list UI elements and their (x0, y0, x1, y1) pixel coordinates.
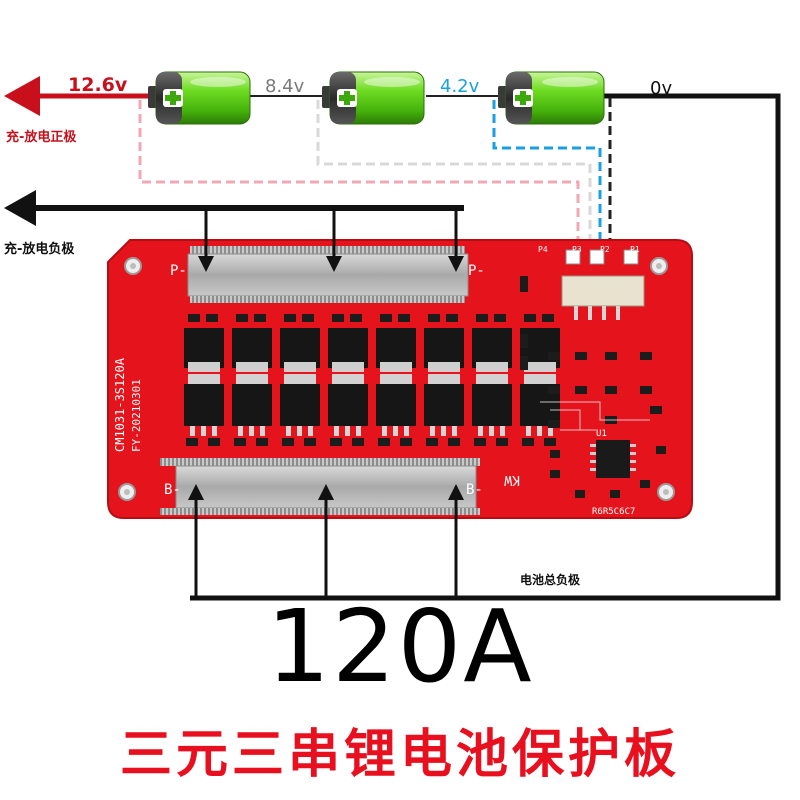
mosfet-icon (472, 314, 512, 446)
balance-connector (561, 275, 645, 307)
battery-icon (322, 71, 425, 125)
positive-output-wire (4, 76, 148, 116)
current-rating: 120A (266, 588, 534, 705)
mosfet-icon (280, 314, 320, 446)
battery-total-negative-wire (190, 93, 781, 601)
board-model-text: CM1031-3S120A (113, 357, 127, 452)
port-label-p2: P2 (600, 245, 610, 254)
mosfet-icon (232, 314, 272, 446)
resistor-label: R6R5C6C7 (592, 507, 635, 517)
port-label-p3: P3 (572, 245, 582, 254)
voltage-label-8v4: 8.4v (265, 76, 305, 97)
arrow-left-icon (4, 76, 40, 116)
balance-wire-8v4 (316, 100, 592, 300)
voltage-label-0v: 0v (650, 78, 673, 99)
mosfet-icon (184, 314, 224, 446)
chip-label: U1 (596, 429, 607, 439)
product-title: 三元三串锂电池保护板 (119, 725, 680, 785)
battery-icon (148, 71, 251, 125)
mosfet-icon (328, 314, 368, 446)
voltage-label-4v2: 4.2v (440, 76, 480, 97)
balance-wire-4v2 (492, 100, 602, 300)
port-label-p1: P1 (630, 245, 640, 254)
pad-b-right-label: B- (466, 482, 483, 498)
b-minus-arrows (188, 484, 464, 598)
negative-output-wire (4, 190, 464, 226)
arrow-left-icon (4, 190, 36, 226)
p-minus-arrows (198, 208, 464, 272)
battery-total-negative-label: 电池总负极 (520, 573, 581, 587)
pad-b-left-label: B- (164, 482, 181, 498)
port-label-p4: P4 (538, 245, 548, 254)
pad-p-right-label: P- (468, 263, 485, 279)
negative-terminal-label: 充-放电负极 (4, 242, 75, 257)
protection-ic (596, 440, 630, 478)
mosfet-icon (376, 314, 416, 446)
board-brand-text: KW (504, 472, 520, 487)
protection-board (107, 239, 693, 519)
voltage-label-12v6: 12.6v (68, 74, 128, 96)
pad-p-left-label: P- (170, 263, 187, 279)
positive-terminal-label: 充-放电正极 (6, 130, 77, 145)
mosfet-icon (424, 314, 464, 446)
board-date-text: FY-20210301 (130, 379, 143, 452)
battery-icon (498, 71, 605, 125)
